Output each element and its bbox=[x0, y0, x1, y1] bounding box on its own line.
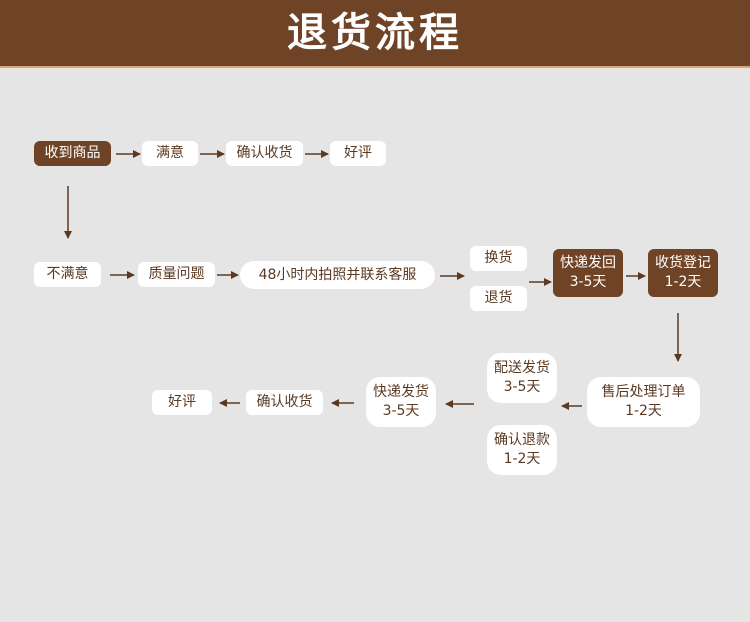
node-good-review: 好评 bbox=[330, 141, 386, 166]
node-express-ship: 快递发货 3-5天 bbox=[366, 377, 436, 427]
node-express-ship-label: 快递发货 bbox=[373, 384, 429, 400]
node-after-sale-order-label: 售后处理订单 bbox=[601, 384, 686, 400]
node-confirm-refund: 确认退款 1-2天 bbox=[487, 425, 557, 475]
node-after-sale-order: 售后处理订单 1-2天 bbox=[587, 377, 700, 427]
node-after-sale-order-duration: 1-2天 bbox=[625, 403, 662, 419]
node-confirm-receipt-2: 确认收货 bbox=[246, 390, 323, 415]
node-delivery-ship: 配送发货 3-5天 bbox=[487, 353, 557, 403]
node-not-satisfied: 不满意 bbox=[34, 262, 101, 287]
node-receive-goods: 收到商品 bbox=[34, 141, 111, 166]
node-exchange: 换货 bbox=[470, 246, 527, 271]
node-express-return-duration: 3-5天 bbox=[569, 274, 607, 290]
node-express-ship-duration: 3-5天 bbox=[382, 403, 420, 419]
node-express-return-label: 快递发回 bbox=[560, 255, 616, 271]
node-delivery-ship-duration: 3-5天 bbox=[503, 379, 541, 395]
node-confirm-refund-label: 确认退款 bbox=[494, 432, 550, 448]
node-good-review-2: 好评 bbox=[152, 390, 212, 415]
node-express-return: 快递发回 3-5天 bbox=[553, 249, 623, 297]
header-bar: 退货流程 bbox=[0, 0, 750, 68]
node-receipt-register-duration: 1-2天 bbox=[664, 274, 702, 290]
node-receipt-register: 收货登记 1-2天 bbox=[648, 249, 718, 297]
node-delivery-ship-label: 配送发货 bbox=[494, 360, 550, 376]
node-contact-service: 48小时内拍照并联系客服 bbox=[240, 261, 435, 289]
node-confirm-receipt: 确认收货 bbox=[226, 141, 303, 166]
node-confirm-refund-duration: 1-2天 bbox=[503, 451, 541, 467]
node-satisfied: 满意 bbox=[142, 141, 198, 166]
node-receipt-register-label: 收货登记 bbox=[655, 255, 711, 271]
node-quality-issue: 质量问题 bbox=[138, 262, 215, 287]
page-title: 退货流程 bbox=[287, 10, 463, 56]
node-return: 退货 bbox=[470, 286, 527, 311]
